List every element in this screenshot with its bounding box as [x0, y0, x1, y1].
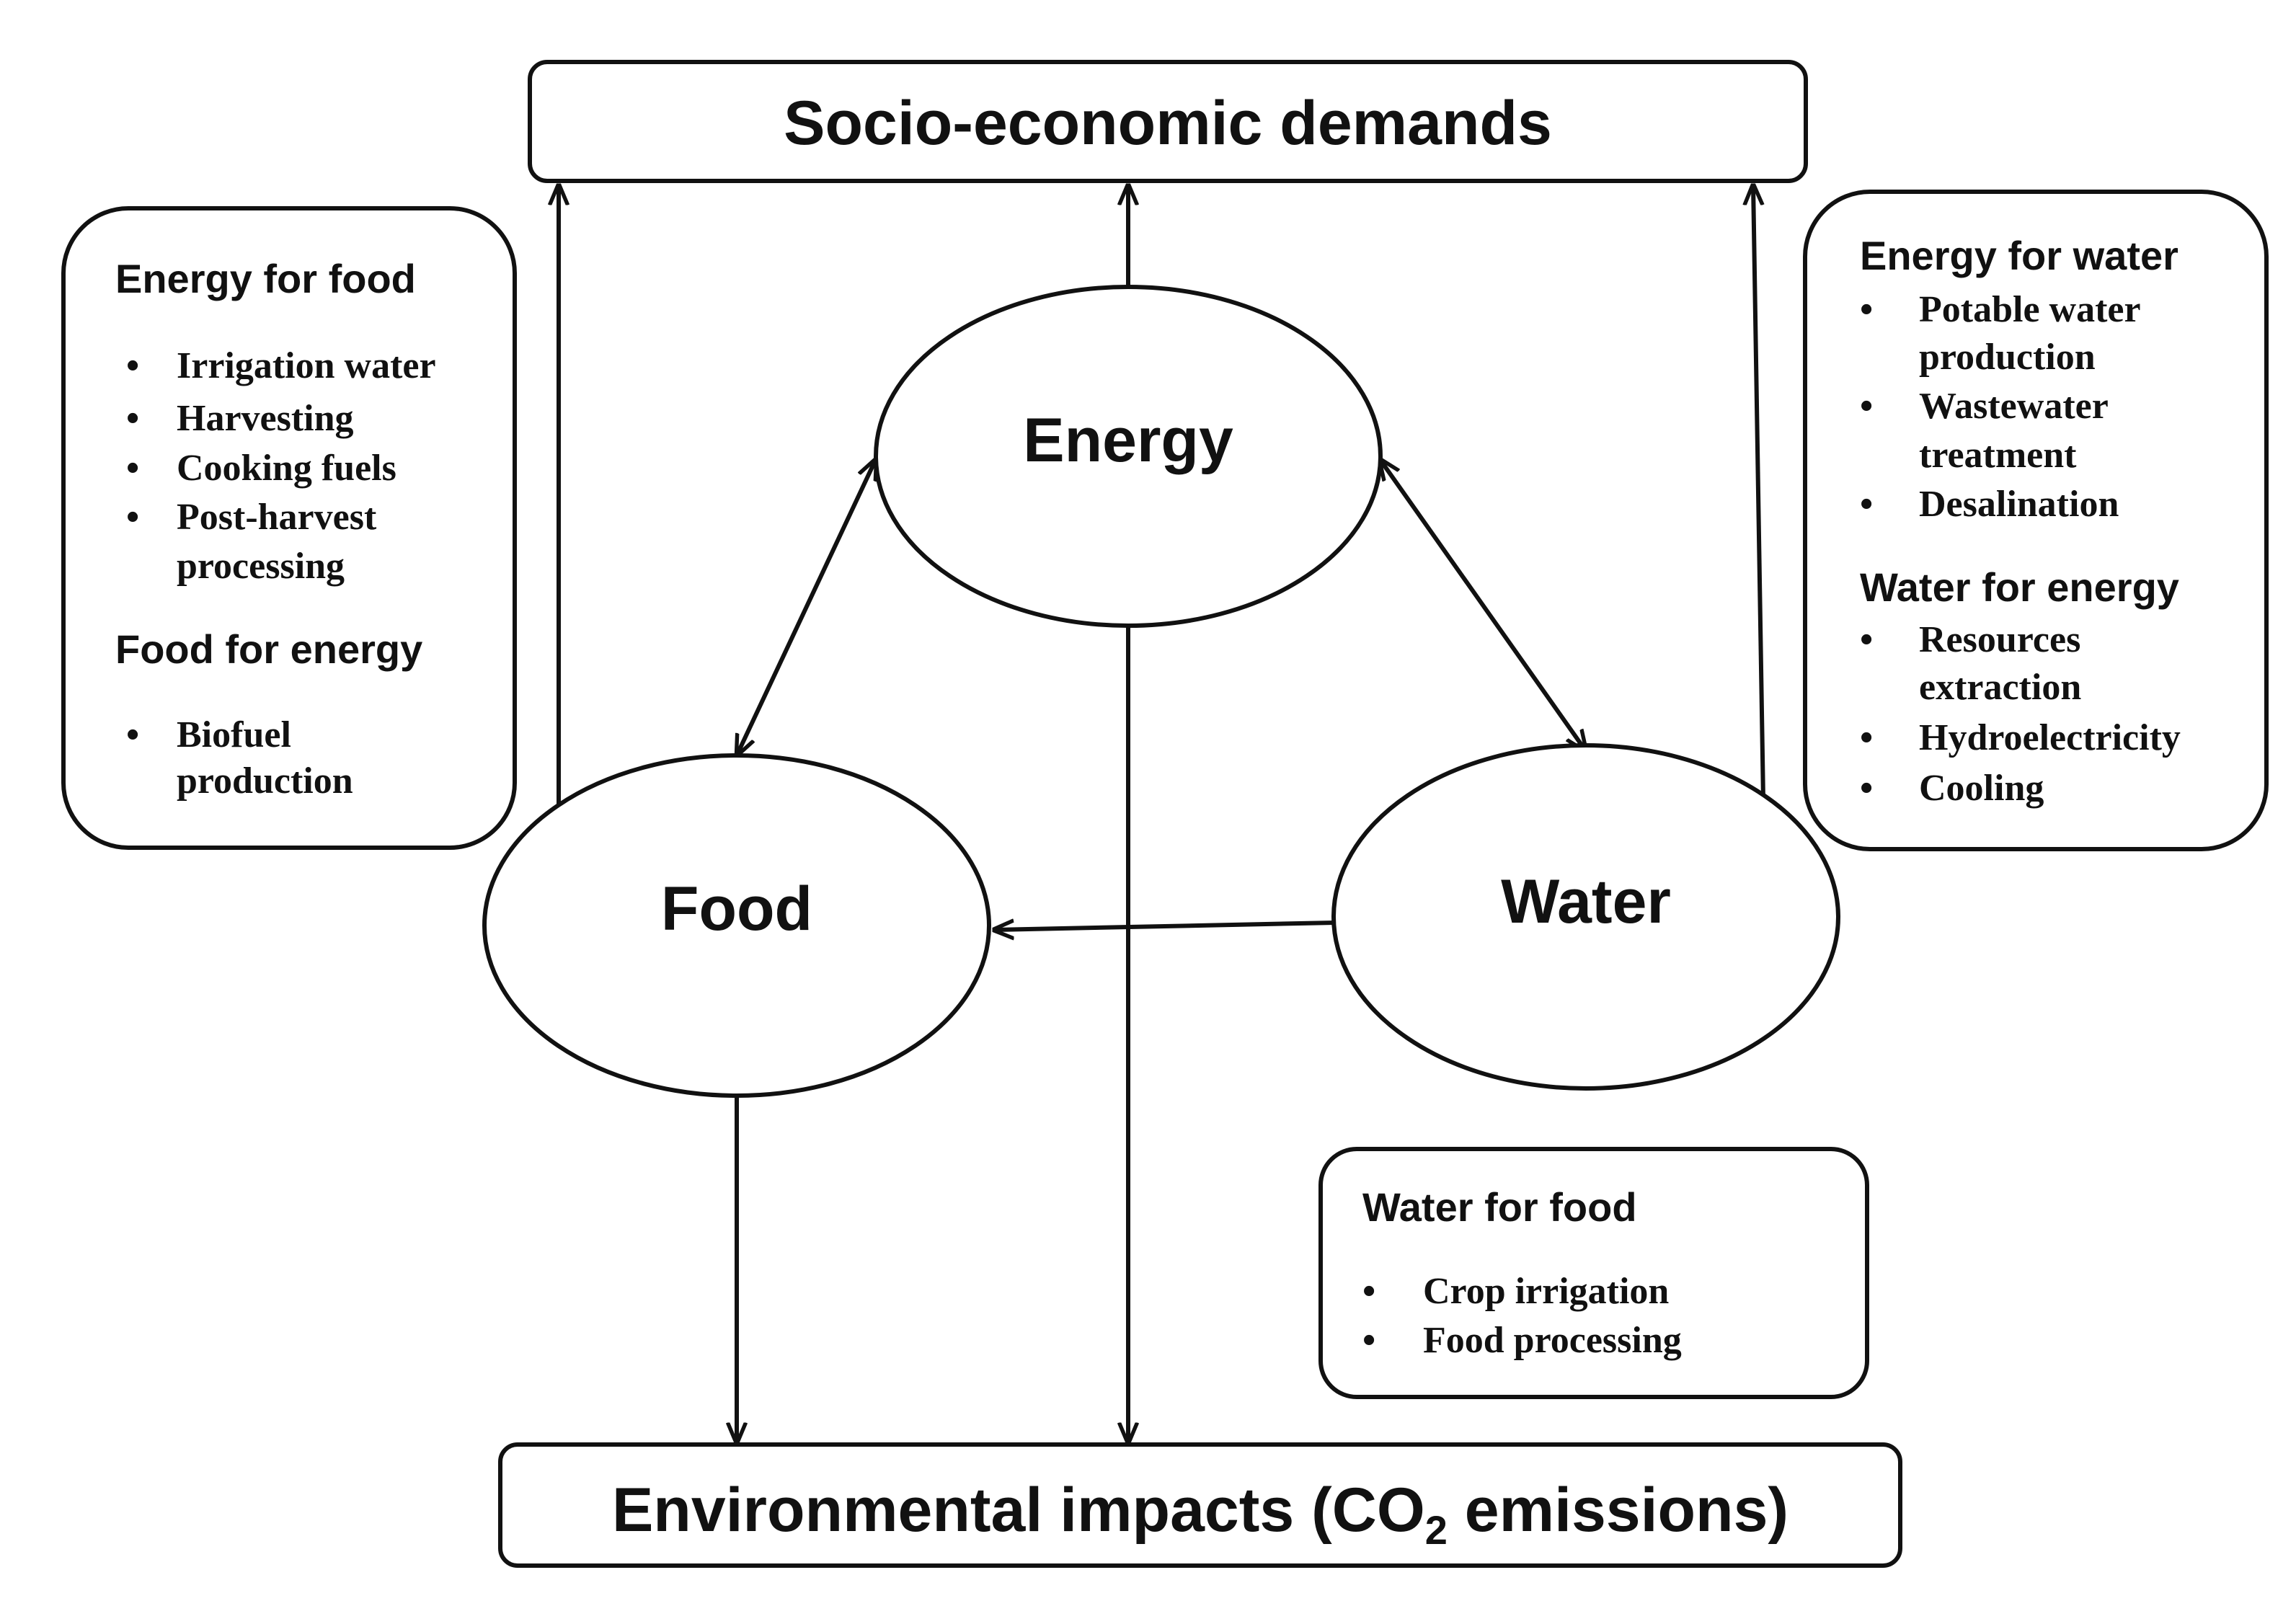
cooking-fuels-item: Cooking fuels [177, 448, 396, 489]
bullet: • [1362, 1271, 1375, 1312]
bullet: • [1860, 386, 1873, 427]
right-info-box [1803, 190, 2269, 851]
food-node: Food [482, 753, 991, 1098]
bottom-right-box-content: Water for food • Crop irrigation • Food … [1362, 1184, 1682, 1361]
resources-extraction-item-line2: extraction [1919, 667, 2081, 708]
bullet: • [1860, 289, 1873, 330]
energy-food-arrow [737, 459, 876, 755]
bullet: • [1860, 717, 1873, 758]
hydroelectricity-item: Hydroelectricity [1919, 717, 2181, 758]
irrigation-water-item: Irrigation water [177, 345, 436, 386]
bullet: • [126, 497, 139, 538]
post-harvest-item: Post-harvest [177, 497, 377, 538]
desalination-item: Desalination [1919, 484, 2119, 525]
socio-economic-demands-box: Socio-economic demands [528, 60, 1808, 183]
environmental-impacts-box: Environmental impacts (CO2 emissions) [498, 1442, 1902, 1568]
wastewater-item: Wastewater [1919, 386, 2109, 427]
socio-economic-demands-label: Socio-economic demands [784, 89, 1552, 158]
energy-node-label: Energy [1023, 406, 1233, 475]
post-harvest-item-line2: processing [177, 546, 345, 587]
environmental-impacts-label: Environmental impacts (CO2 emissions) [612, 1476, 1789, 1553]
left-info-box [61, 206, 517, 850]
bullet: • [1860, 619, 1873, 660]
co2-subscript: 2 [1425, 1507, 1448, 1553]
water-for-food-heading: Water for food [1362, 1184, 1637, 1230]
connectors [559, 185, 1765, 1443]
bottom-right-info-box [1318, 1147, 1869, 1399]
bullet: • [126, 398, 139, 439]
bullet: • [126, 345, 139, 386]
energy-water-arrow [1380, 459, 1586, 751]
bullet: • [1860, 768, 1873, 809]
environmental-impacts-prefix: Environmental impacts (CO [612, 1476, 1425, 1545]
left-box-content: Energy for food • Irrigation water • Har… [115, 256, 436, 802]
food-node-label: Food [661, 874, 812, 944]
right-box-content: Energy for water • Potable water product… [1860, 233, 2181, 809]
energy-for-food-heading: Energy for food [115, 256, 416, 301]
bullet: • [1860, 484, 1873, 525]
water-to-demands-arrow [1753, 185, 1765, 801]
energy-for-water-heading: Energy for water [1860, 233, 2178, 278]
potable-water-item-line2: production [1919, 337, 2096, 378]
food-for-energy-heading: Food for energy [115, 626, 422, 672]
cooling-item: Cooling [1919, 768, 2044, 809]
resources-extraction-item: Resources [1919, 619, 2080, 660]
water-for-energy-heading: Water for energy [1860, 564, 2179, 610]
harvesting-item: Harvesting [177, 398, 354, 439]
biofuel-item-line2: production [177, 760, 353, 802]
bullet: • [126, 448, 139, 489]
biofuel-item: Biofuel [177, 714, 291, 755]
bullet: • [1362, 1320, 1375, 1361]
energy-node: Energy [874, 285, 1383, 628]
water-node-label: Water [1501, 867, 1671, 936]
food-processing-item: Food processing [1423, 1320, 1682, 1361]
water-to-food-arrow [993, 923, 1336, 930]
environmental-impacts-suffix: emissions) [1448, 1476, 1789, 1545]
wastewater-item-line2: treatment [1919, 435, 2077, 476]
bullet: • [126, 714, 139, 755]
potable-water-item: Potable water [1919, 289, 2141, 330]
water-node: Water [1331, 743, 1840, 1091]
crop-irrigation-item: Crop irrigation [1423, 1271, 1669, 1312]
